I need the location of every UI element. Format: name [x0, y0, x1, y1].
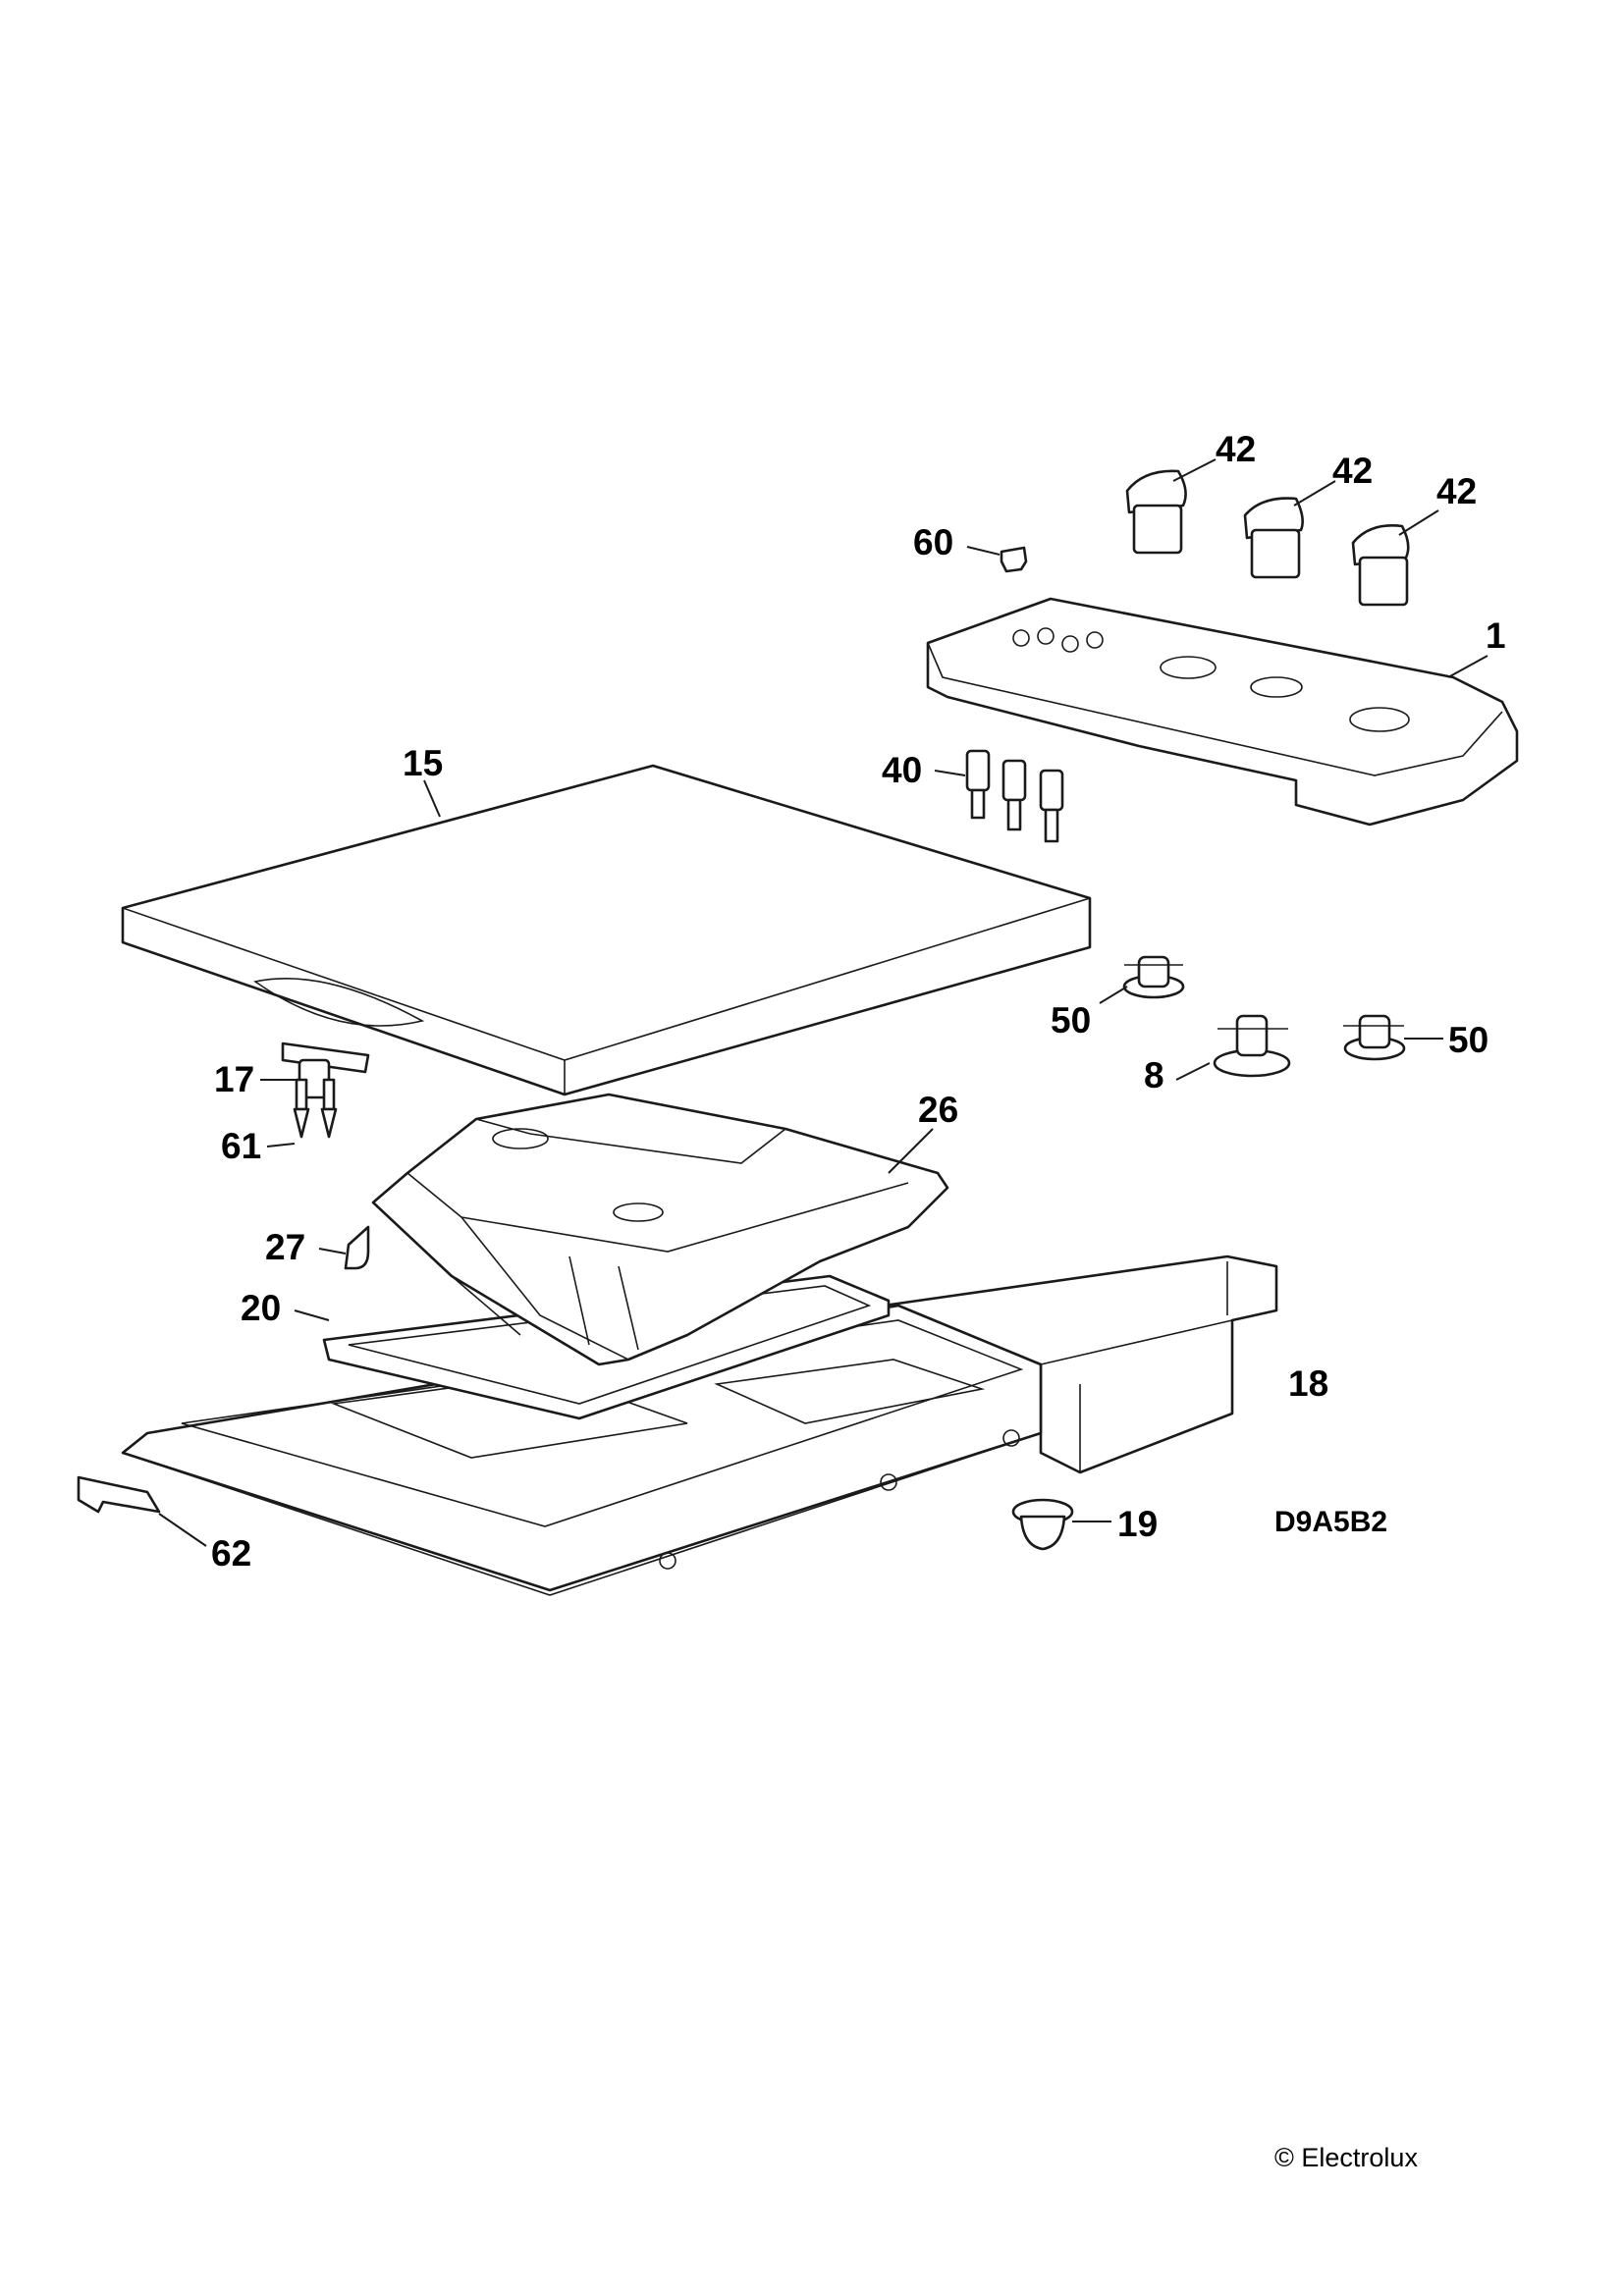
- callout-26: 26: [918, 1090, 958, 1130]
- part-50-switch-2: [1343, 1014, 1443, 1061]
- part-19-foot: [1011, 1498, 1111, 1551]
- callout-42-c: 42: [1436, 471, 1477, 511]
- base-tray: [121, 1304, 1043, 1596]
- part-61-screws: [266, 1078, 338, 1148]
- part-17-hinge: [260, 1041, 370, 1099]
- drawing-code: D9A5B2: [1274, 1506, 1387, 1538]
- part-42-knob-2: [1243, 480, 1336, 579]
- part-8-switch: [1175, 1014, 1291, 1081]
- callout-42-a: 42: [1216, 429, 1256, 469]
- callout-27: 27: [265, 1227, 305, 1267]
- copyright-notice: © Electrolux: [1274, 2143, 1418, 2172]
- part-40-pins: [934, 749, 1064, 843]
- callout-19: 19: [1117, 1504, 1158, 1544]
- callout-17: 17: [214, 1059, 254, 1099]
- part-42-knob-1: [1125, 458, 1217, 555]
- callout-42-b: 42: [1332, 451, 1373, 491]
- part-1-control-panel: [926, 597, 1519, 827]
- callout-18: 18: [1288, 1363, 1328, 1404]
- part-42-knob-3: [1351, 509, 1439, 607]
- callout-50-a: 50: [1051, 1000, 1091, 1041]
- callout-61: 61: [221, 1126, 261, 1166]
- callout-62: 62: [211, 1533, 251, 1574]
- callout-60: 60: [913, 522, 953, 562]
- part-27-plug: [318, 1225, 370, 1270]
- part-50-switch-1: [1099, 955, 1185, 1004]
- callout-40: 40: [882, 750, 922, 790]
- callout-20: 20: [241, 1288, 281, 1328]
- callout-50-b: 50: [1448, 1020, 1488, 1060]
- part-15-lid: [121, 764, 1092, 1096]
- callout-15: 15: [403, 743, 443, 783]
- part-26-drawer-housing: [371, 1093, 949, 1366]
- part-60-cap: [966, 546, 1028, 573]
- part-62-clip: [77, 1475, 207, 1547]
- callout-1: 1: [1486, 615, 1506, 656]
- callout-8: 8: [1144, 1055, 1164, 1095]
